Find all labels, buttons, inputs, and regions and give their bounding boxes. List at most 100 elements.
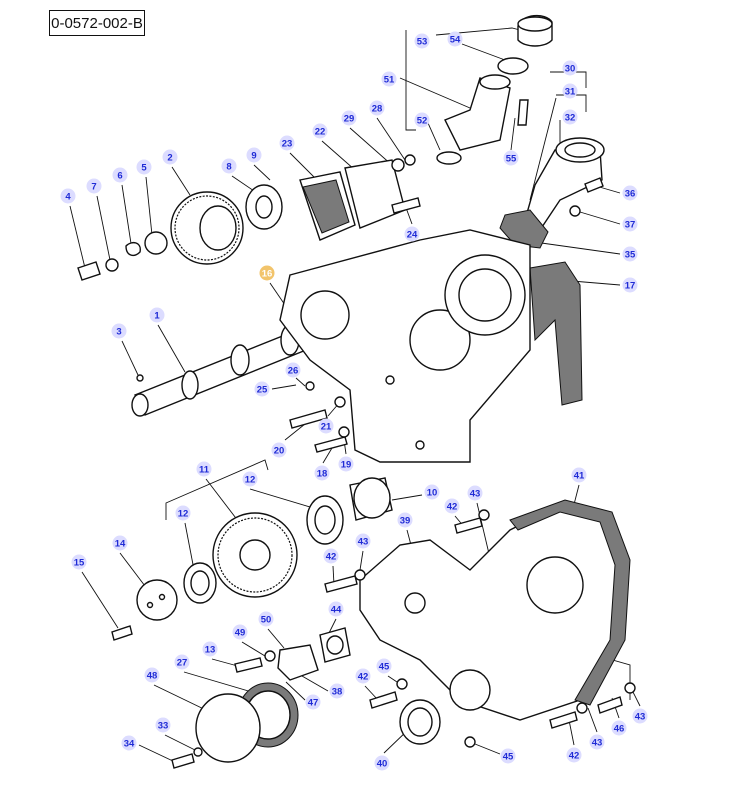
callout-badge: [258, 611, 274, 627]
callout-part-38[interactable]: 38: [329, 683, 345, 699]
callout-part-23[interactable]: 23: [279, 135, 295, 151]
callout-badge: [254, 381, 270, 397]
callout-part-5[interactable]: 5: [136, 159, 152, 175]
callout-part-30[interactable]: 30: [562, 60, 578, 76]
callout-part-51[interactable]: 51: [381, 71, 397, 87]
callout-number: 11: [199, 464, 210, 475]
callout-badge: [444, 498, 460, 514]
callout-part-55[interactable]: 55: [503, 150, 519, 166]
callout-part-43[interactable]: 43: [632, 708, 648, 724]
callout-part-10[interactable]: 10: [424, 484, 440, 500]
callout-part-42[interactable]: 42: [355, 668, 371, 684]
callout-part-40[interactable]: 40: [374, 755, 390, 771]
callout-number: 39: [400, 515, 411, 526]
callout-part-48[interactable]: 48: [144, 667, 160, 683]
callout-part-2[interactable]: 2: [162, 149, 178, 165]
callout-part-18[interactable]: 18: [314, 465, 330, 481]
callout-part-52[interactable]: 52: [414, 112, 430, 128]
callout-part-49[interactable]: 49: [232, 624, 248, 640]
callout-number: 18: [317, 468, 328, 479]
callout-part-15[interactable]: 15: [71, 554, 87, 570]
callout-number: 13: [205, 644, 216, 655]
callout-number: 6: [117, 170, 122, 181]
callout-part-42[interactable]: 42: [444, 498, 460, 514]
callout-part-21[interactable]: 21: [318, 418, 334, 434]
callout-number: 28: [372, 103, 383, 114]
callout-part-39[interactable]: 39: [397, 512, 413, 528]
callout-number: 7: [91, 181, 96, 192]
callout-part-41[interactable]: 41: [571, 467, 587, 483]
callout-part-45[interactable]: 45: [376, 658, 392, 674]
callout-badge: [632, 708, 648, 724]
callout-badge: [323, 548, 339, 564]
callout-part-42[interactable]: 42: [323, 548, 339, 564]
callout-part-45[interactable]: 45: [500, 748, 516, 764]
callout-part-7[interactable]: 7: [86, 178, 102, 194]
callout-part-36[interactable]: 36: [622, 185, 638, 201]
callout-part-47[interactable]: 47: [305, 694, 321, 710]
callout-badge: [500, 748, 516, 764]
callout-part-14[interactable]: 14: [112, 535, 128, 551]
callout-part-3[interactable]: 3: [111, 323, 127, 339]
callout-part-26[interactable]: 26: [285, 362, 301, 378]
callout-badge: [381, 71, 397, 87]
callout-badge: [447, 31, 463, 47]
callout-number: 22: [315, 126, 326, 137]
callout-badge: [111, 323, 127, 339]
callout-part-8[interactable]: 8: [221, 158, 237, 174]
callout-part-43[interactable]: 43: [467, 485, 483, 501]
callout-part-25[interactable]: 25: [254, 381, 270, 397]
callout-part-50[interactable]: 50: [258, 611, 274, 627]
callout-badge: [622, 246, 638, 262]
callout-part-19[interactable]: 19: [338, 456, 354, 472]
callout-part-43[interactable]: 43: [589, 734, 605, 750]
callout-number: 8: [226, 161, 231, 172]
callout-number: 40: [377, 758, 388, 769]
callout-number: 17: [625, 280, 636, 291]
callout-part-54[interactable]: 54: [447, 31, 463, 47]
callout-number: 26: [288, 365, 299, 376]
callout-part-22[interactable]: 22: [312, 123, 328, 139]
callout-badge: [566, 747, 582, 763]
callout-part-42[interactable]: 42: [566, 747, 582, 763]
callout-part-20[interactable]: 20: [271, 442, 287, 458]
callout-number: 42: [447, 501, 458, 512]
callout-badge: [271, 442, 287, 458]
callout-part-32[interactable]: 32: [562, 109, 578, 125]
callout-part-31[interactable]: 31: [562, 83, 578, 99]
callout-part-37[interactable]: 37: [622, 216, 638, 232]
callout-number: 48: [147, 670, 158, 681]
callout-part-17[interactable]: 17: [622, 277, 638, 293]
callout-number: 32: [565, 112, 576, 123]
callout-part-46[interactable]: 46: [611, 720, 627, 736]
callout-part-6[interactable]: 6: [112, 167, 128, 183]
callout-badge: [305, 694, 321, 710]
callout-number: 49: [235, 627, 246, 638]
callout-part-12[interactable]: 12: [175, 505, 191, 521]
callout-badge: [221, 158, 237, 174]
callout-part-43[interactable]: 43: [355, 533, 371, 549]
callout-number: 45: [503, 751, 514, 762]
callout-part-4[interactable]: 4: [60, 188, 76, 204]
callout-part-29[interactable]: 29: [341, 110, 357, 126]
callout-badge: [312, 123, 328, 139]
callout-part-9[interactable]: 9: [246, 147, 262, 163]
callout-part-44[interactable]: 44: [328, 601, 344, 617]
timing-cover: [324, 499, 636, 748]
callout-part-28[interactable]: 28: [369, 100, 385, 116]
callout-badge: [369, 100, 385, 116]
callout-part-16[interactable]: 16: [259, 265, 275, 281]
callout-part-53[interactable]: 53: [414, 33, 430, 49]
callout-part-35[interactable]: 35: [622, 246, 638, 262]
callout-part-1[interactable]: 1: [149, 307, 165, 323]
callout-part-12[interactable]: 12: [242, 471, 258, 487]
callout-part-33[interactable]: 33: [155, 717, 171, 733]
callout-part-24[interactable]: 24: [404, 226, 420, 242]
callout-part-34[interactable]: 34: [121, 735, 137, 751]
callout-part-27[interactable]: 27: [174, 654, 190, 670]
callout-part-13[interactable]: 13: [202, 641, 218, 657]
callout-number: 29: [344, 113, 355, 124]
callout-part-11[interactable]: 11: [196, 461, 212, 477]
callout-number: 3: [116, 326, 121, 337]
